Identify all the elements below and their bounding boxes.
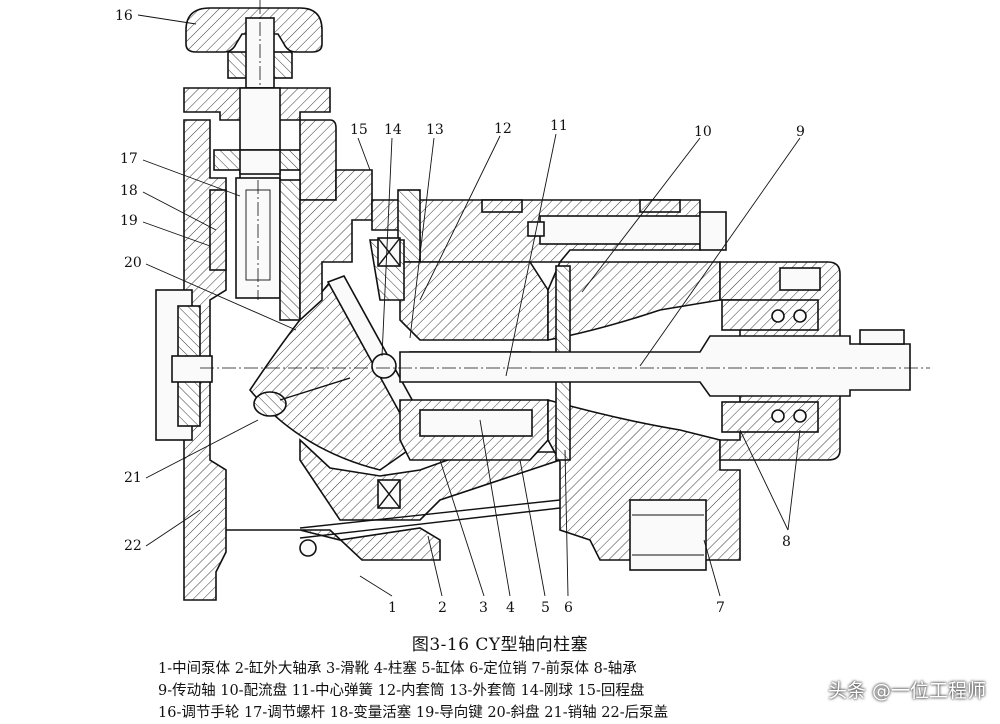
- parts-legend: 1-中间泵体 2-缸外大轴承 3-滑靴 4-柱塞 5-缸体 6-定位销 7-前泵…: [158, 658, 858, 724]
- callout-22: 22: [124, 538, 142, 554]
- callout-16: 16: [115, 8, 133, 24]
- callout-17: 17: [120, 151, 138, 167]
- legend-line-2: 9-传动轴 10-配流盘 11-中心弹簧 12-内套筒 13-外套筒 14-刚球…: [158, 683, 645, 699]
- callout-19: 19: [120, 213, 138, 229]
- callout-18: 18: [120, 183, 138, 199]
- callout-numbers: 16 17 18 19 20 21 22 15 14 13 12 11 10 9…: [115, 8, 805, 616]
- callout-8: 8: [782, 534, 791, 550]
- legend-line-3: 16-调节手轮 17-调节螺杆 18-变量活塞 19-导向键 20-斜盘 21-…: [158, 705, 669, 721]
- callout-14: 14: [384, 122, 402, 138]
- leader-lines: [137, 14, 801, 597]
- callout-9: 9: [796, 124, 805, 140]
- callout-11: 11: [550, 118, 568, 134]
- callout-20: 20: [124, 255, 142, 271]
- callout-7: 7: [716, 600, 725, 616]
- pump-housing-top: [371, 189, 727, 263]
- figure-caption: 图3-16 CY型轴向柱塞: [411, 635, 589, 655]
- variable-piston: [209, 177, 301, 321]
- callout-5: 5: [541, 600, 550, 616]
- cylinder-block: [369, 237, 549, 509]
- callout-21: 21: [124, 470, 142, 486]
- callout-2: 2: [438, 600, 447, 616]
- callout-10: 10: [694, 124, 712, 140]
- drive-shaft: [200, 221, 930, 433]
- callout-6: 6: [564, 600, 573, 616]
- watermark: 头条 @一位工程师: [827, 680, 986, 702]
- callout-15: 15: [350, 122, 368, 138]
- callout-4: 4: [506, 600, 515, 616]
- adjusting-screw-housing: [183, 87, 331, 199]
- callout-3: 3: [479, 600, 488, 616]
- callout-12: 12: [494, 121, 512, 137]
- callout-13: 13: [426, 122, 444, 138]
- legend-line-1: 1-中间泵体 2-缸外大轴承 3-滑靴 4-柱塞 5-缸体 6-定位销 7-前泵…: [158, 661, 637, 677]
- callout-1: 1: [388, 600, 397, 616]
